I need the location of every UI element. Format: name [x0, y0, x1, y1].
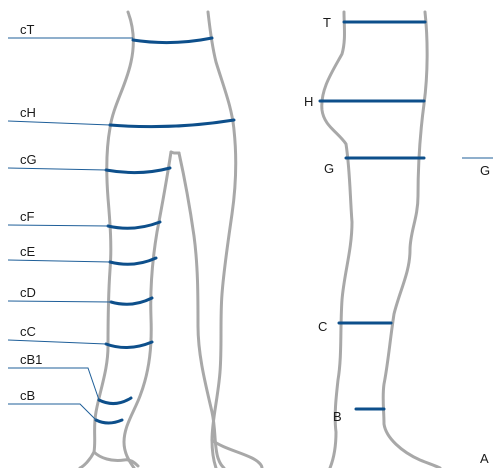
leader-cC [8, 340, 106, 344]
front-measurements [96, 38, 234, 423]
side-leg-outline [322, 12, 440, 468]
front-measure-cF [108, 222, 160, 228]
side-leg-back [322, 12, 352, 468]
label-cG: cG [20, 152, 37, 167]
label-cF: cF [20, 209, 35, 224]
label-cB1: cB1 [20, 352, 42, 367]
front-right-leg-inner [179, 153, 224, 468]
label-C: C [318, 319, 327, 334]
front-measure-cD [111, 298, 152, 304]
front-measure-cB1 [99, 398, 131, 404]
label-corner-A: A [480, 451, 489, 466]
label-cH: cH [20, 105, 36, 120]
front-labels: cT cH cG cF cE cD cC cB1 cB [20, 22, 42, 403]
front-measure-cT [133, 38, 212, 43]
label-G: G [324, 161, 334, 176]
label-cC: cC [20, 324, 36, 339]
leader-cG [8, 168, 106, 170]
front-measure-cG [106, 168, 170, 173]
side-labels: T H G C B G A [304, 15, 490, 466]
label-H: H [304, 94, 313, 109]
label-right-G: G [480, 163, 490, 178]
label-cD: cD [20, 285, 36, 300]
side-measurements [320, 22, 493, 409]
side-leg-front [383, 12, 440, 468]
leader-cH [8, 121, 110, 125]
leader-cD [8, 301, 111, 302]
front-measure-cH [110, 120, 234, 127]
front-measure-cC [106, 342, 152, 348]
leader-cB [8, 404, 96, 420]
label-cE: cE [20, 244, 36, 259]
label-T: T [323, 15, 331, 30]
front-measure-cE [110, 258, 156, 264]
front-left-leg-inner [124, 152, 171, 468]
front-legs-outline [80, 12, 262, 468]
label-B: B [333, 409, 342, 424]
label-cT: cT [20, 22, 35, 37]
leader-cF [8, 225, 108, 226]
label-cB: cB [20, 388, 35, 403]
front-measure-cB [96, 420, 122, 423]
front-right-leg-outer [208, 12, 236, 468]
leader-cE [8, 260, 110, 262]
